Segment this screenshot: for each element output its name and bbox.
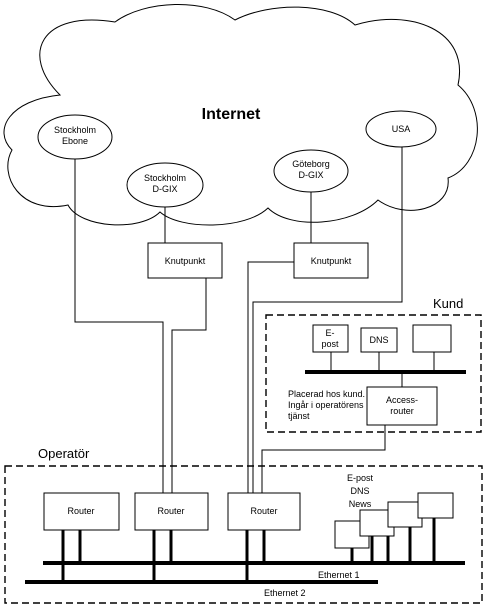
knutpunkt-left: Knutpunkt <box>147 242 223 279</box>
access-router-box: Access- router <box>366 386 438 426</box>
operator-label: Operatör <box>38 446 90 461</box>
svg-text:Knutpunkt: Knutpunkt <box>165 256 206 266</box>
svg-text:Access-: Access- <box>386 395 418 405</box>
kund-label: Kund <box>433 296 463 311</box>
kund-device-box <box>412 324 452 353</box>
operator-servers-label: E-post DNS News <box>347 473 374 509</box>
kund-area <box>265 314 482 433</box>
svg-text:post: post <box>321 339 339 349</box>
svg-text:Placerad hos kund.: Placerad hos kund. <box>288 389 365 399</box>
node-stockholm-dgix: Stockholm D-GIX <box>126 162 204 208</box>
svg-text:USA: USA <box>392 124 411 134</box>
kund-epost-box: E- post <box>312 324 349 353</box>
svg-text:News: News <box>349 499 372 509</box>
svg-text:Ingår i operatörens: Ingår i operatörens <box>288 400 364 410</box>
kund-dns-box: DNS <box>360 327 398 353</box>
connection-lines <box>74 147 435 500</box>
internet-cloud <box>3 4 478 226</box>
router-3: Router <box>227 492 301 531</box>
node-usa: USA <box>365 110 437 148</box>
router-1: Router <box>43 492 120 531</box>
ethernet-1-label: Ethernet 1 <box>318 570 360 580</box>
ethernet-2-label: Ethernet 2 <box>264 588 306 598</box>
router-drops <box>61 516 436 582</box>
node-goteborg-dgix: Göteborg D-GIX <box>273 149 349 193</box>
svg-text:Router: Router <box>250 506 277 516</box>
svg-text:router: router <box>390 406 414 416</box>
operator-server-boxes <box>334 492 454 549</box>
svg-text:Stockholm: Stockholm <box>144 173 186 183</box>
svg-text:Göteborg: Göteborg <box>292 159 330 169</box>
svg-text:Stockholm: Stockholm <box>54 125 96 135</box>
svg-text:DNS: DNS <box>369 335 388 345</box>
svg-text:D-GIX: D-GIX <box>152 184 177 194</box>
svg-text:DNS: DNS <box>350 486 369 496</box>
svg-text:E-: E- <box>326 328 335 338</box>
svg-text:Router: Router <box>157 506 184 516</box>
svg-text:E-post: E-post <box>347 473 374 483</box>
kund-note: Placerad hos kund. Ingår i operatörens t… <box>288 389 365 421</box>
svg-text:Ebone: Ebone <box>62 136 88 146</box>
router-2: Router <box>134 492 209 531</box>
svg-text:tjänst: tjänst <box>288 411 310 421</box>
svg-text:D-GIX: D-GIX <box>298 170 323 180</box>
svg-text:Knutpunkt: Knutpunkt <box>311 256 352 266</box>
operator-area <box>4 465 483 604</box>
node-stockholm-ebone: Stockholm Ebone <box>37 114 113 160</box>
knutpunkt-right: Knutpunkt <box>293 242 369 279</box>
internet-title: Internet <box>202 106 261 123</box>
svg-text:Router: Router <box>67 506 94 516</box>
